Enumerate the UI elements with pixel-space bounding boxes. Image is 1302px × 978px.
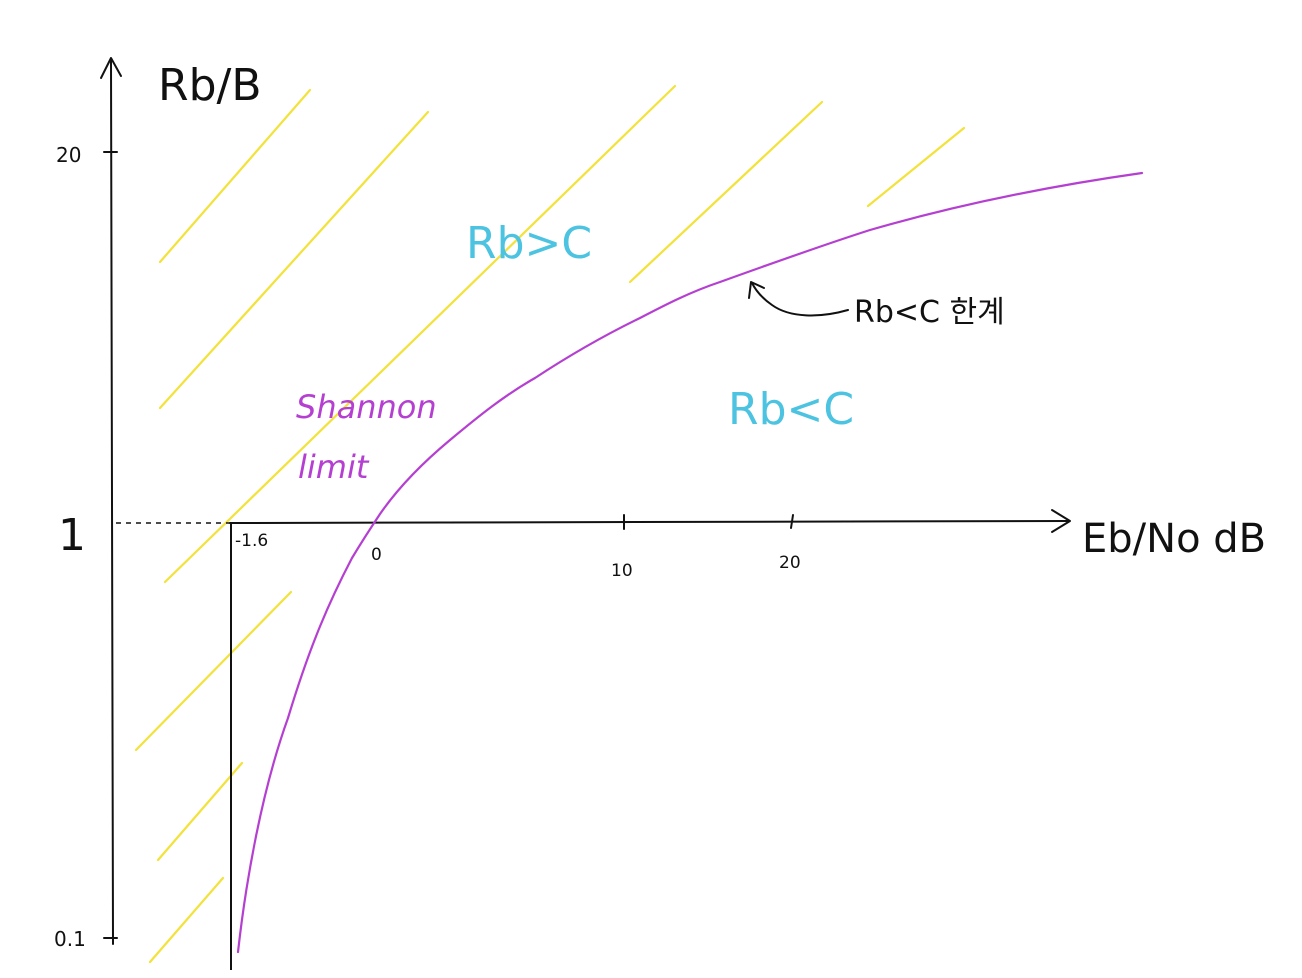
x-tick-label-20: 20 <box>779 553 801 573</box>
x-tick-20 <box>790 514 794 529</box>
hatch-line <box>163 84 677 584</box>
y-axis <box>100 57 122 945</box>
shannon-label-line2: limit <box>298 448 370 486</box>
y-tick-label-20: 20 <box>56 143 81 167</box>
hatch-line <box>148 876 225 964</box>
hatch-line <box>628 100 824 284</box>
x-axis-label: Eb/No dB <box>1082 516 1266 562</box>
y-tick-label-1: 1 <box>58 510 86 561</box>
annotation-arrow-shaft <box>751 282 849 317</box>
hatch-line <box>866 126 966 208</box>
shannon-label-line1: Shannon <box>296 388 437 426</box>
curve-annotation-label: Rb<C 한계 <box>854 295 1005 330</box>
x-tick-label-10: 10 <box>611 561 633 581</box>
region-label-above: Rb>C <box>466 218 592 269</box>
y-tick-label-0-1: 0.1 <box>54 927 86 951</box>
hatch-line <box>158 110 430 410</box>
annotation-arrow <box>748 281 849 317</box>
y-axis-label: Rb/B <box>158 60 262 111</box>
hatch-line <box>156 761 244 862</box>
annotation-arrowhead <box>748 281 765 299</box>
y-axis-arrowhead <box>100 57 122 79</box>
hatch-lines <box>134 84 966 964</box>
y-axis-line <box>110 59 114 945</box>
hatch-line <box>158 88 312 264</box>
x-tick-label-minus-1-6: -1.6 <box>235 531 268 551</box>
x-tick-label-0: 0 <box>371 545 382 565</box>
region-label-below: Rb<C <box>728 384 854 435</box>
capacity-curve <box>236 171 1144 954</box>
x-axis-arrowhead <box>1051 509 1071 533</box>
x-axis <box>229 509 1071 533</box>
hatch-line <box>134 590 293 752</box>
x-axis-line <box>229 520 1069 524</box>
